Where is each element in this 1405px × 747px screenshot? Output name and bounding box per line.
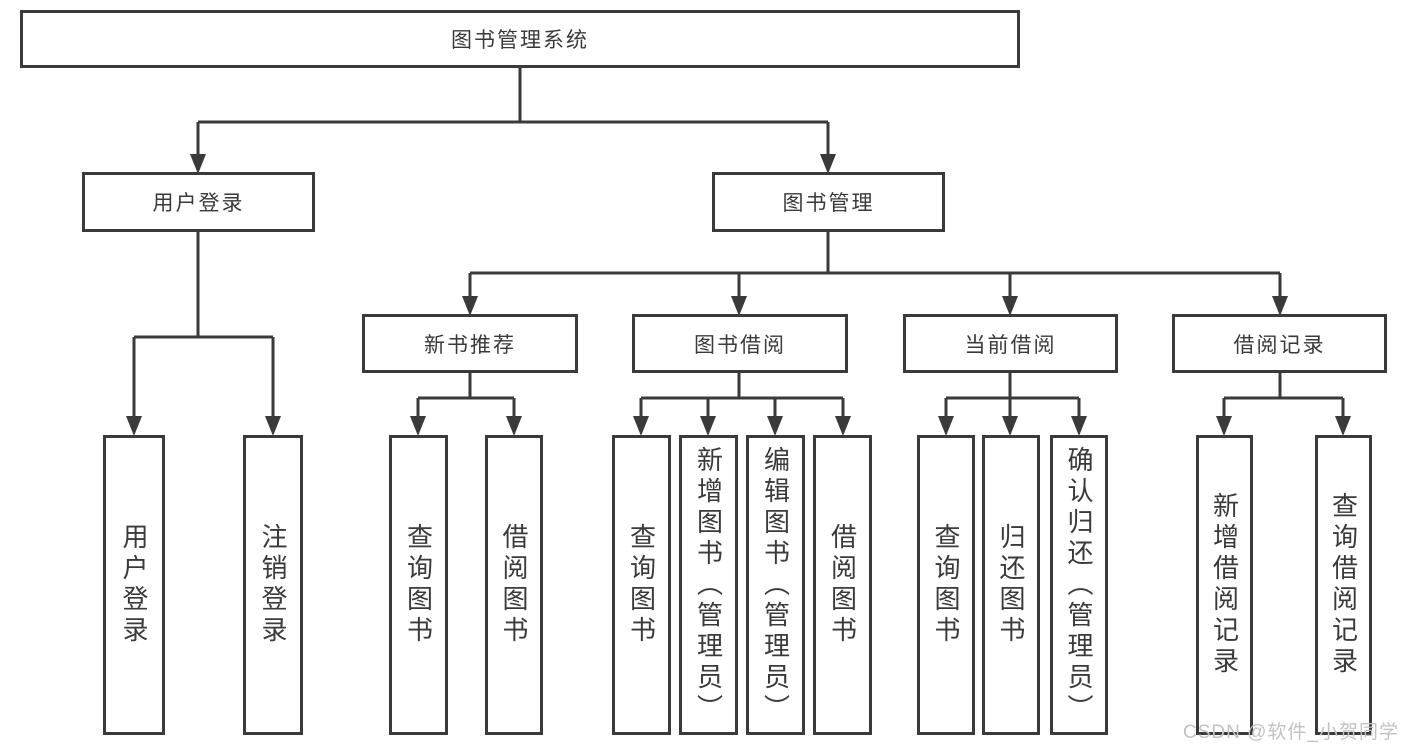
node-new-book-recommend-label: 新书推荐 <box>424 333 516 357</box>
edge-user-login-children <box>132 232 275 418</box>
edge-book-borrow-children <box>639 373 845 418</box>
leaf-query-books-recommend: 查询图书 <box>389 435 448 735</box>
leaf-query-borrow-record-label: 查询借阅记录 <box>1328 492 1359 678</box>
csdn-watermark: CSDN @软件_小贺同学 <box>1183 722 1399 743</box>
edge-book-management-children <box>468 232 1282 297</box>
arrow-down-icon <box>410 416 426 436</box>
node-book-management: 图书管理 <box>712 172 945 232</box>
leaf-query-books-recommend-label: 查询图书 <box>403 523 434 647</box>
edge-borrow-records-children <box>1222 373 1345 418</box>
leaf-add-book-admin: 新增图书（管理员） <box>679 435 738 735</box>
arrow-down-icon <box>1216 416 1232 436</box>
arrow-down-icon <box>265 416 281 436</box>
leaf-add-borrow-record-label: 新增借阅记录 <box>1209 492 1240 678</box>
leaf-query-books-current: 查询图书 <box>917 435 975 735</box>
node-current-borrow: 当前借阅 <box>903 314 1118 373</box>
leaf-confirm-return-admin-label: 确认归还（管理员） <box>1064 445 1094 725</box>
leaf-query-books-borrow: 查询图书 <box>612 435 671 735</box>
arrow-down-icon <box>1335 416 1351 436</box>
leaf-borrow-books-recommend-label: 借阅图书 <box>499 523 529 647</box>
node-new-book-recommend: 新书推荐 <box>362 314 578 373</box>
arrow-down-icon <box>190 154 206 174</box>
leaf-query-books-borrow-label: 查询图书 <box>626 523 657 647</box>
arrow-down-icon <box>700 416 716 436</box>
arrow-down-icon <box>462 296 478 316</box>
leaf-user-login: 用户登录 <box>103 435 165 735</box>
arrow-down-icon <box>820 154 836 174</box>
arrow-down-icon <box>835 416 851 436</box>
leaf-confirm-return-admin: 确认归还（管理员） <box>1050 435 1108 735</box>
leaf-query-books-current-label: 查询图书 <box>931 523 961 647</box>
leaf-borrow-books-borrow-label: 借阅图书 <box>827 523 858 647</box>
arrow-down-icon <box>633 416 649 436</box>
leaf-user-login-label: 用户登录 <box>119 523 149 647</box>
leaf-add-book-admin-label: 新增图书（管理员） <box>693 445 724 725</box>
arrow-down-icon <box>1071 416 1087 436</box>
leaf-edit-book-admin: 编辑图书（管理员） <box>746 435 805 735</box>
leaf-query-borrow-record: 查询借阅记录 <box>1315 435 1372 735</box>
node-current-borrow-label: 当前借阅 <box>964 333 1057 357</box>
node-user-login: 用户登录 <box>82 172 315 232</box>
arrow-down-icon <box>731 296 747 316</box>
edge-root-to-level2 <box>196 68 830 156</box>
leaf-logout: 注销登录 <box>243 435 303 735</box>
edge-current-borrow-children <box>944 373 1081 418</box>
node-book-borrow-label: 图书借阅 <box>694 333 786 357</box>
arrow-down-icon <box>126 416 142 436</box>
node-root: 图书管理系统 <box>20 10 1020 68</box>
arrow-down-icon <box>1002 296 1018 316</box>
arrow-down-icon <box>767 416 783 436</box>
edge-new-book-recommend-children <box>416 373 516 418</box>
leaf-edit-book-admin-label: 编辑图书（管理员） <box>760 445 791 725</box>
node-root-label: 图书管理系统 <box>451 29 589 52</box>
node-user-login-label: 用户登录 <box>152 192 245 215</box>
node-borrow-records-label: 借阅记录 <box>1233 333 1326 357</box>
leaf-return-books: 归还图书 <box>982 435 1040 735</box>
node-book-management-label: 图书管理 <box>782 192 875 215</box>
leaf-return-books-label: 归还图书 <box>996 523 1026 647</box>
node-borrow-records: 借阅记录 <box>1172 314 1387 373</box>
arrow-down-icon <box>506 416 522 436</box>
arrow-down-icon <box>1272 296 1288 316</box>
leaf-borrow-books-borrow: 借阅图书 <box>813 435 872 735</box>
node-book-borrow: 图书借阅 <box>632 314 848 373</box>
arrow-down-icon <box>1002 416 1018 436</box>
arrow-down-icon <box>938 416 954 436</box>
leaf-logout-label: 注销登录 <box>258 523 288 647</box>
leaf-borrow-books-recommend: 借阅图书 <box>485 435 543 735</box>
leaf-add-borrow-record: 新增借阅记录 <box>1196 435 1253 735</box>
